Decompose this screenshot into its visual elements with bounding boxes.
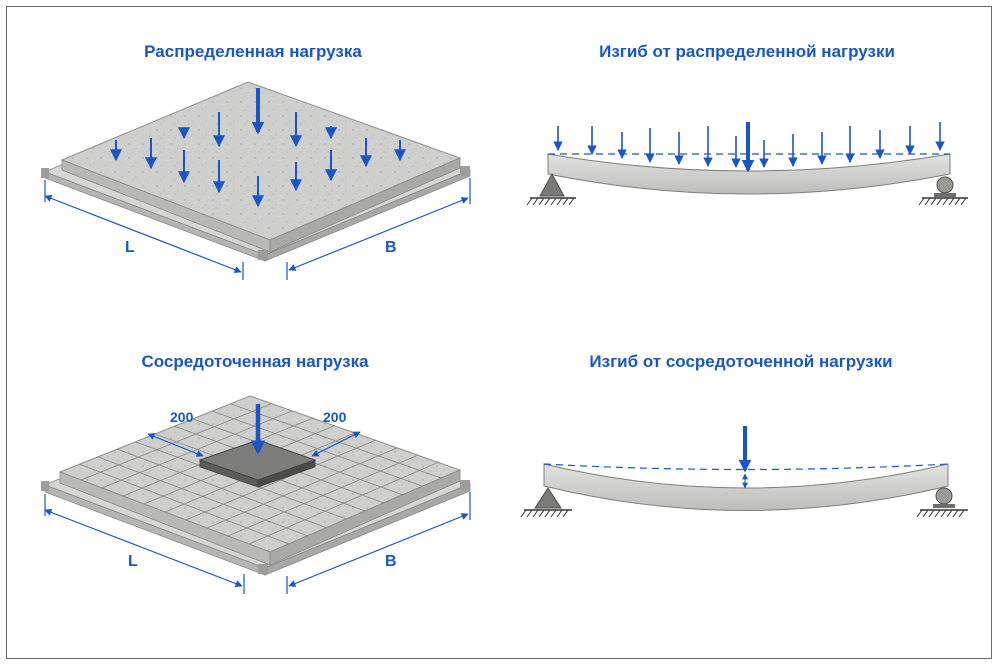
dimension-lines-bottom xyxy=(44,492,471,594)
title-point-load: Сосредоточенная нагрузка xyxy=(141,352,369,371)
beam-distributed xyxy=(547,153,951,195)
support-roller-top xyxy=(918,176,968,206)
label-patch-x: 200 xyxy=(170,409,194,425)
dim-patch-y xyxy=(311,431,361,457)
dimension-lines-top xyxy=(44,178,471,280)
dim-patch-x xyxy=(147,433,204,457)
label-width-bottom: B xyxy=(385,553,397,570)
dim-length-bottom xyxy=(44,508,243,588)
figure-frame xyxy=(6,6,992,659)
label-length-top: L xyxy=(125,239,135,256)
support-roller-bottom xyxy=(916,487,968,518)
patch-dimension-lines xyxy=(147,431,361,457)
dim-length-top xyxy=(44,194,242,274)
load-patch-200x200 xyxy=(198,439,317,488)
label-patch-y: 200 xyxy=(323,409,347,425)
beam-point-load xyxy=(543,463,949,511)
dim-width-top xyxy=(288,197,469,271)
support-pinned-top xyxy=(526,172,576,206)
beam-load-arrows xyxy=(553,122,945,173)
title-bending-distributed: Изгиб от распределенной нагрузки xyxy=(599,42,895,61)
label-width-top: B xyxy=(385,239,397,256)
label-length-bottom: L xyxy=(128,553,138,570)
undeformed-axis-bottom xyxy=(543,463,949,471)
title-bending-point: Изгиб от сосредоточенной нагрузки xyxy=(589,352,893,371)
title-distributed-load: Распределенная нагрузка xyxy=(144,42,362,61)
slab-distributed xyxy=(41,81,472,262)
support-pinned-bottom xyxy=(520,487,572,518)
distributed-load-arrows xyxy=(110,88,406,208)
dim-width-bottom xyxy=(288,513,469,587)
